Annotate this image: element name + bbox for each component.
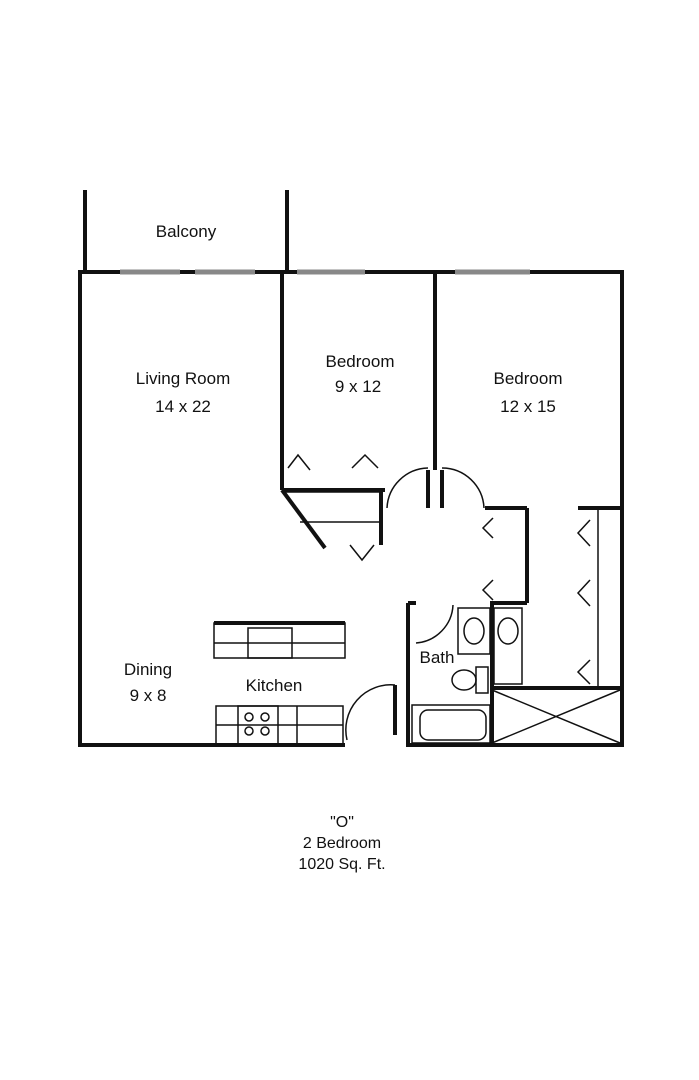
room-label-balcony: Balcony — [155, 222, 217, 241]
balcony-walls — [83, 190, 289, 272]
kitchen-island — [213, 621, 346, 659]
plan-model: "O" — [330, 814, 354, 831]
bathtub-icon — [411, 704, 491, 744]
room-label-bath: Bath — [419, 648, 455, 667]
plan-area: 1020 Sq. Ft. — [298, 856, 386, 873]
door-swings — [345, 467, 485, 741]
room-size-bedroom-2: 12 x 15 — [500, 397, 556, 416]
kitchen-counter — [215, 705, 344, 745]
room-label-bedroom-1: Bedroom — [325, 352, 395, 371]
plan-caption: "O" 2 Bedroom 1020 Sq. Ft. — [298, 812, 385, 875]
room-label-living-room: Living Room — [135, 369, 231, 388]
room-size-bedroom-1: 9 x 12 — [334, 377, 382, 396]
room-size-dining: 9 x 8 — [129, 686, 167, 705]
room-size-living-room: 14 x 22 — [155, 397, 211, 416]
stove-icon — [237, 705, 279, 745]
plan-bedrooms: 2 Bedroom — [302, 835, 382, 852]
room-label-kitchen: Kitchen — [245, 676, 303, 695]
closet-hangers — [285, 453, 621, 744]
interior-walls — [280, 270, 622, 747]
room-label-dining: Dining — [123, 660, 173, 679]
bath-fixtures — [411, 607, 523, 744]
sink-icon — [463, 617, 485, 645]
room-label-bedroom-2: Bedroom — [493, 369, 563, 388]
toilet-icon — [451, 669, 477, 691]
sink-icon — [497, 617, 519, 645]
